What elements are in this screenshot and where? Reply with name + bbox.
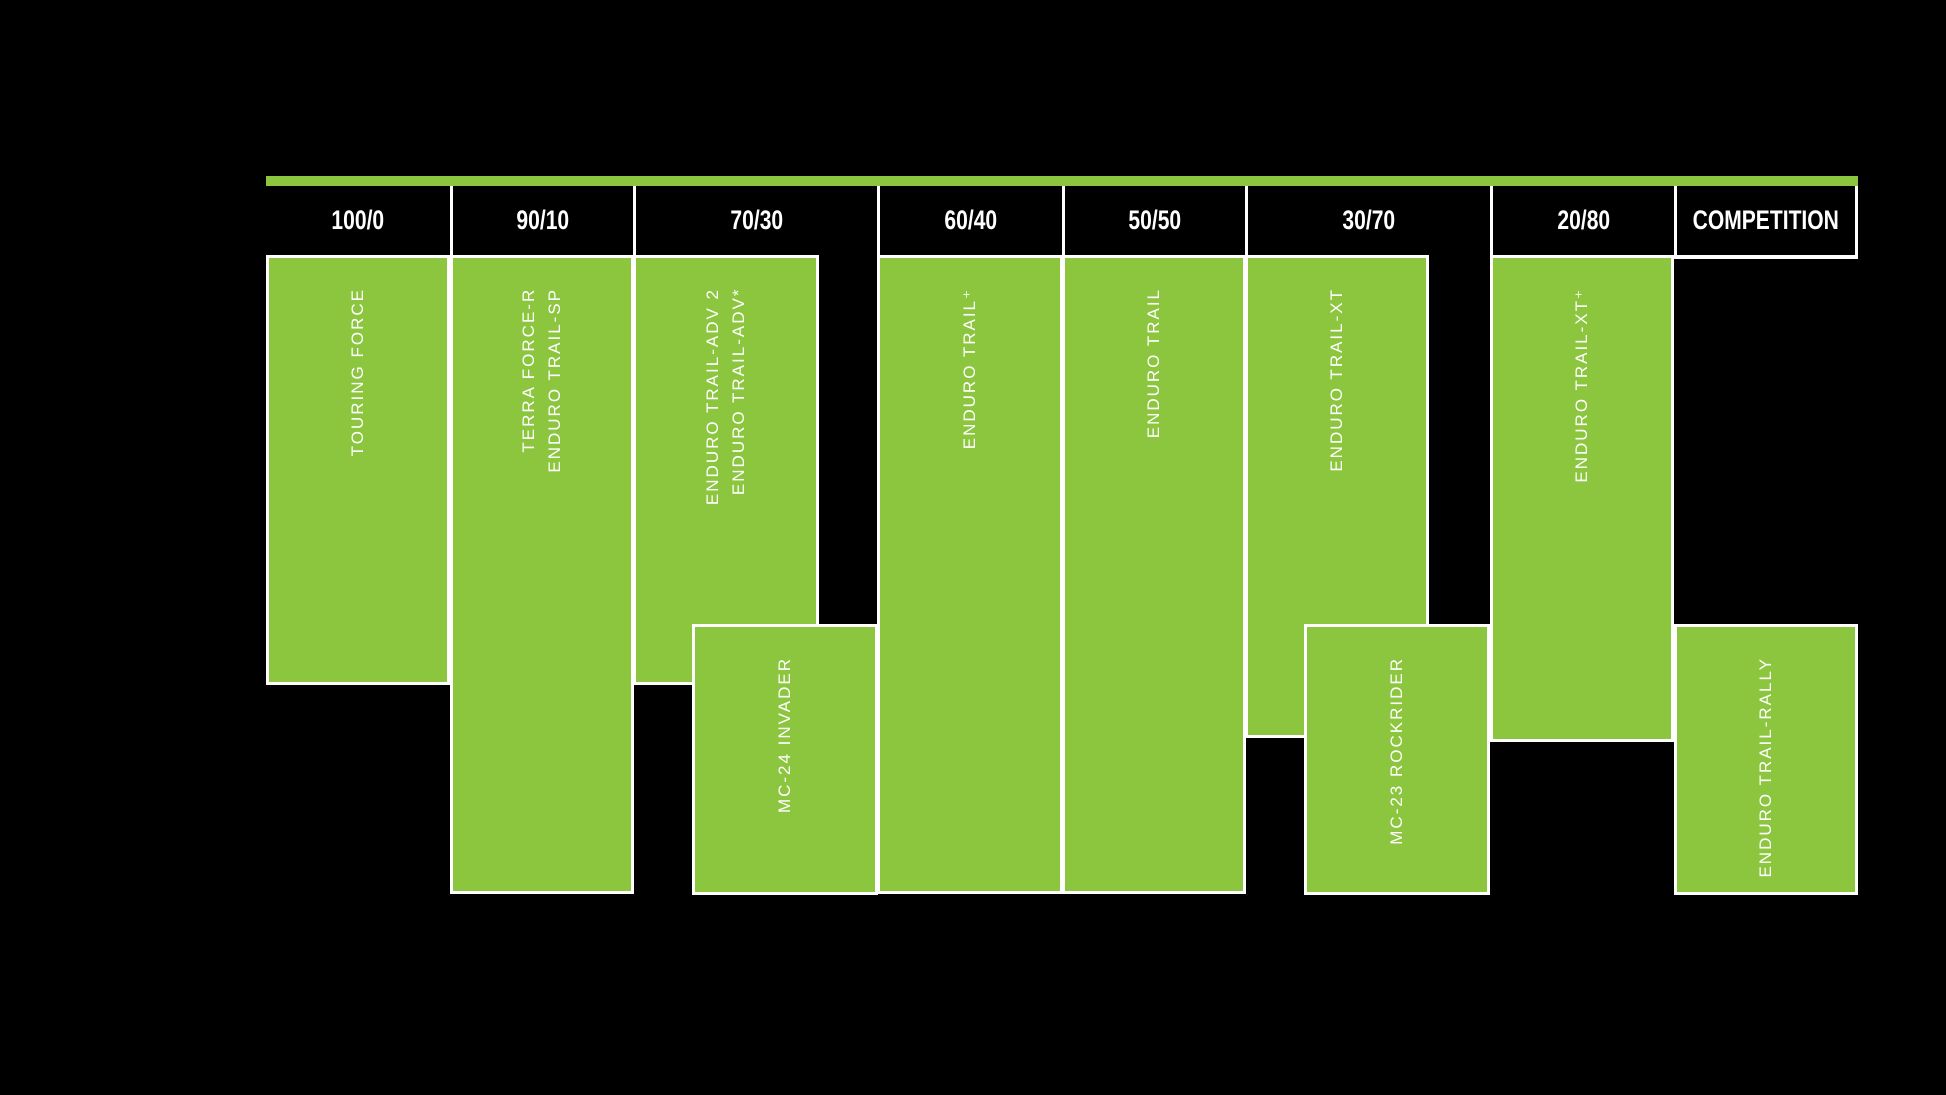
block-label: ENDURO TRAIL⁺ [960,288,979,450]
header-cell-50-50: 50/50 [1062,186,1245,255]
block-label: ENDURO TRAIL-XT⁺ [1572,288,1591,483]
block-enduro-trail-rally: ENDURO TRAIL-RALLY [1674,624,1858,895]
block-enduro-trail-plus: ENDURO TRAIL⁺ [877,255,1063,894]
block-enduro-trail-xt-plus: ENDURO TRAIL-XT⁺ [1490,255,1674,742]
block-mc-24-invader: MC-24 INVADER [692,624,878,895]
block-label: ENDURO TRAIL-ADV 2 ENDURO TRAIL-ADV* [703,288,748,506]
header-label: 100/0 [331,205,385,235]
header-label: 70/30 [730,205,783,235]
header-label: 20/80 [1557,205,1610,235]
header-cell-100-0: 100/0 [266,186,450,255]
header-label: 90/10 [516,205,570,235]
block-label: ENDURO TRAIL [1144,288,1163,439]
header-cell-30-70: 30/70 [1245,186,1490,255]
block-enduro-trail: ENDURO TRAIL [1062,255,1246,894]
header-label: 50/50 [1128,205,1182,235]
block-label: MC-23 ROCKRIDER [1387,657,1406,845]
header-label: COMPETITION [1692,205,1840,235]
block-label: ENDURO TRAIL-RALLY [1756,657,1775,878]
header-cell-60-40: 60/40 [877,186,1062,255]
block-touring-force: TOURING FORCE [266,255,450,685]
block-label: MC-24 INVADER [775,657,794,814]
accent-bar [266,176,1858,186]
header-cell-20-80: 20/80 [1490,186,1674,255]
block-mc-23-rockrider: MC-23 ROCKRIDER [1304,624,1490,895]
header-label: 60/40 [944,205,998,235]
header-cell-90-10: 90/10 [450,186,633,255]
block-label: TERRA FORCE-R ENDURO TRAIL-SP [519,288,564,473]
competition-underline [1674,255,1858,259]
block-terra-force-r: TERRA FORCE-R ENDURO TRAIL-SP [450,255,634,894]
header-cell-70-30: 70/30 [633,186,877,255]
header-label: 30/70 [1342,205,1396,235]
block-enduro-trail-adv: ENDURO TRAIL-ADV 2 ENDURO TRAIL-ADV* [633,255,819,685]
block-label: ENDURO TRAIL-XT [1327,288,1346,472]
header-cell-competition: COMPETITION [1674,186,1858,255]
block-label: TOURING FORCE [348,288,367,457]
